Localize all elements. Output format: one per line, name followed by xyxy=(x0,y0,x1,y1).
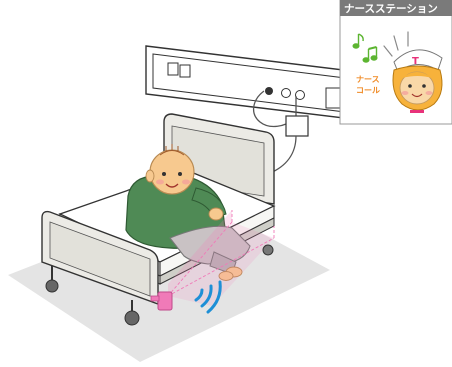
console-button-1 xyxy=(282,89,291,98)
nurse-cap-badge: T xyxy=(412,56,419,67)
nurse-station-panel: ナースステーション ナース コール T xyxy=(340,0,452,124)
console-switch-left xyxy=(168,63,178,75)
nurse-call-label-line2: コール xyxy=(356,86,380,95)
pink-sensor-icon xyxy=(158,292,172,310)
console-jack-icon xyxy=(265,87,273,95)
console-button-2 xyxy=(296,91,305,100)
call-adapter-box xyxy=(286,116,308,136)
console-switch-right xyxy=(180,65,190,77)
console-side-panel xyxy=(326,88,340,108)
panel-title: ナースステーション xyxy=(344,3,438,15)
nurse-call-label-line1: ナース xyxy=(356,75,380,84)
